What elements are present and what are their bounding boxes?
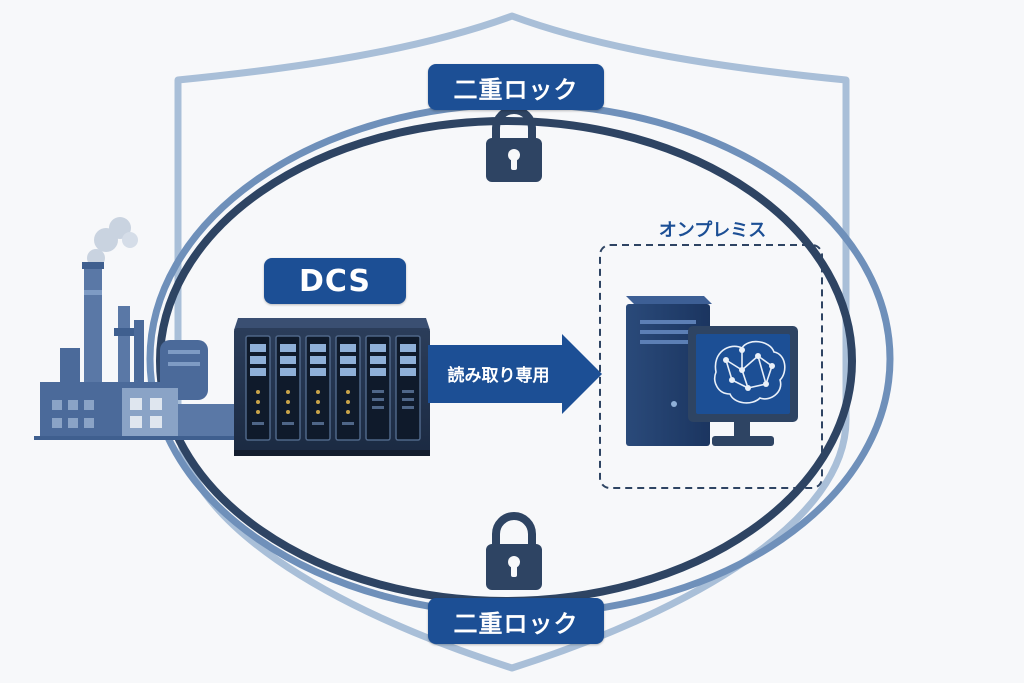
bottom-lock-label: 二重ロック: [428, 598, 604, 644]
dcs-label: DCS: [264, 258, 406, 304]
read-only-label: 読み取り専用: [447, 366, 550, 386]
onprem-boundary: [599, 244, 823, 489]
top-lock-icon: [486, 106, 542, 182]
top-lock-label: 二重ロック: [428, 64, 604, 110]
server-rack-icon: [234, 318, 430, 456]
bottom-lock-icon: [486, 512, 542, 590]
read-only-arrow: [428, 334, 602, 414]
factory-icon: [34, 217, 240, 440]
onprem-label: オンプレミス: [658, 220, 767, 241]
shield-icon: [174, 12, 850, 672]
